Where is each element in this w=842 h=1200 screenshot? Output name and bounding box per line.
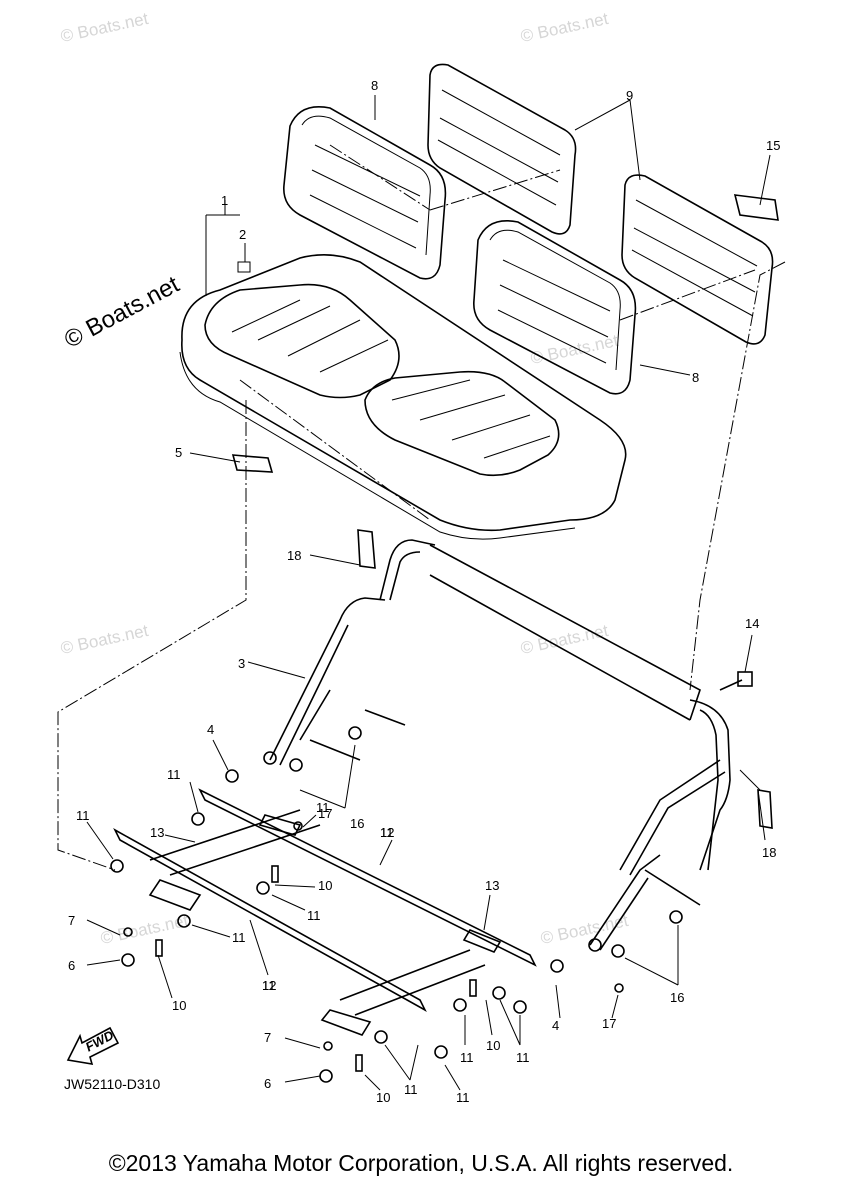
- backrest-right: [473, 220, 637, 395]
- callout-number: 2: [239, 227, 246, 242]
- callout-number: 11: [456, 1090, 470, 1105]
- callout-number: 16: [350, 816, 364, 831]
- callout-number: 12: [262, 978, 276, 993]
- callout-number: 7: [68, 913, 75, 928]
- callout-number: 3: [238, 656, 245, 671]
- callout-number: 11: [307, 908, 321, 923]
- callout-number: 6: [264, 1076, 271, 1091]
- callout-number: 12: [380, 825, 394, 840]
- callout-number: 18: [287, 548, 301, 563]
- back-panel-lower: [621, 174, 774, 345]
- seat-rails: [113, 788, 537, 1016]
- callout-number: 16: [670, 990, 684, 1005]
- callout-number: 11: [262, 978, 276, 993]
- flange-bolt: [719, 671, 753, 691]
- seat-cushion: [179, 254, 627, 540]
- callout-number: 13: [485, 878, 499, 893]
- callout-number: 17: [318, 806, 332, 821]
- callout-number: 11: [380, 825, 394, 840]
- callout-number: 7: [264, 1030, 271, 1045]
- back-panel-upper: [427, 63, 577, 235]
- callout-number: 11: [76, 808, 90, 823]
- seat-label: [237, 261, 251, 273]
- callout-number: 8: [371, 78, 378, 93]
- callout-number: 11: [232, 930, 246, 945]
- backrest-left: [283, 106, 447, 280]
- callout-number: 13: [150, 825, 164, 840]
- part-code: JW52110-D310: [64, 1076, 161, 1092]
- decal-label: [757, 789, 773, 829]
- seat-bracket: [231, 454, 274, 473]
- callout-number: 17: [602, 1016, 616, 1031]
- guide-lines: [57, 144, 786, 871]
- callout-number: 4: [552, 1018, 559, 1033]
- rail-bracket: [258, 814, 302, 836]
- callout-number: 6: [68, 958, 75, 973]
- fasteners: [110, 726, 683, 1083]
- callout-number: 4: [207, 722, 214, 737]
- decal-label: [733, 194, 779, 221]
- callout-number: 10: [486, 1038, 500, 1053]
- callout-numbers: 1 2 3 4 4 5 6 6 7 7 8 8 9 10 10 10 10 11…: [68, 78, 780, 1105]
- callout-number: 11: [167, 767, 181, 782]
- callout-number: 11: [460, 1050, 474, 1065]
- copyright-notice: ©2013 Yamaha Motor Corporation, U.S.A. A…: [108, 1150, 734, 1176]
- callout-number: 11: [516, 1050, 530, 1065]
- callout-number: 9: [626, 88, 633, 103]
- rail-bracket: [462, 929, 502, 953]
- callout-number: 1: [221, 193, 228, 208]
- rail-bracket: [320, 1009, 372, 1036]
- rail-bracket: [148, 879, 202, 911]
- callout-number: 10: [318, 878, 332, 893]
- callout-number: 10: [172, 998, 186, 1013]
- callout-number: 5: [175, 445, 182, 460]
- callout-number: 11: [316, 800, 330, 815]
- callout-number: 11: [404, 1082, 418, 1097]
- callout-number: 10: [376, 1090, 390, 1105]
- callout-number: 18: [762, 845, 776, 860]
- leader-lines: [86, 95, 771, 1091]
- callout-number: 15: [766, 138, 780, 153]
- callout-number: 8: [692, 370, 699, 385]
- forward-arrow-icon: [66, 1026, 120, 1065]
- seat-frame: [263, 539, 731, 952]
- callout-number: 14: [745, 616, 759, 631]
- decal-label: [357, 529, 376, 569]
